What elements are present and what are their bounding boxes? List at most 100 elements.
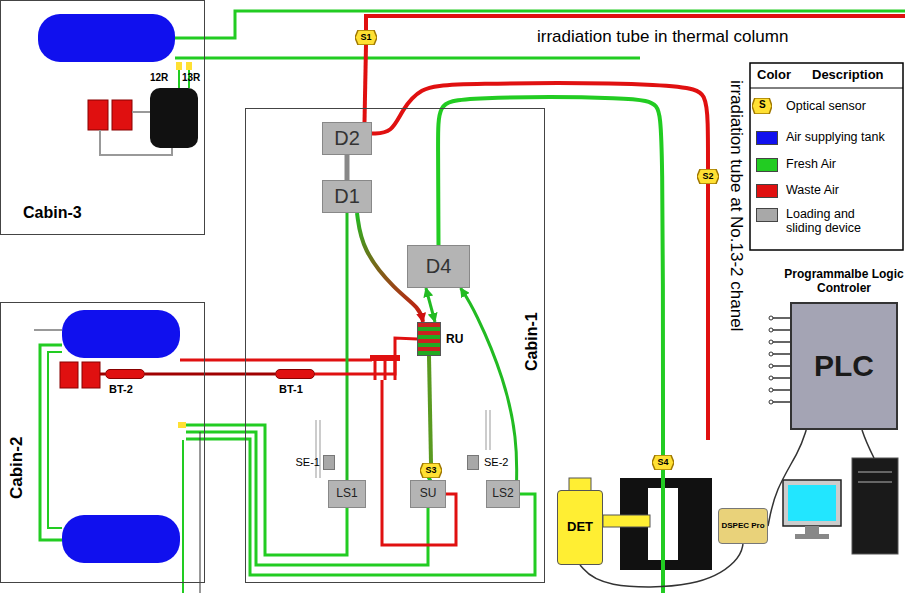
optical-sensor: S4 bbox=[652, 455, 674, 470]
thermal-column-tube bbox=[366, 16, 905, 440]
pipe-connector bbox=[426, 288, 435, 322]
waste-manifold bbox=[316, 420, 317, 478]
cabin-panel: Cabin-3 bbox=[0, 0, 205, 235]
cabin3-equipment bbox=[186, 62, 192, 70]
computer bbox=[795, 534, 829, 539]
cabin2-equipment bbox=[60, 362, 78, 388]
valve-label: 12R bbox=[150, 72, 168, 84]
optical-sensor: S1 bbox=[355, 30, 377, 45]
computer bbox=[783, 430, 898, 554]
plc-pin bbox=[772, 401, 790, 403]
plc-pin bbox=[769, 352, 773, 356]
loading-device: D2 bbox=[322, 122, 372, 155]
cabin3-equipment bbox=[150, 88, 198, 148]
sensor-shape bbox=[697, 169, 719, 184]
pipe-connector bbox=[461, 288, 517, 480]
pipe-connector bbox=[145, 373, 275, 376]
legend-frame bbox=[750, 63, 903, 250]
cabin3-equipment bbox=[88, 100, 108, 130]
cabin3-equipment bbox=[38, 14, 175, 62]
tube-label: irradiation tube at No.13-2 chanel bbox=[726, 80, 746, 331]
thermal-column-tube bbox=[706, 183, 710, 440]
legend-header: Description bbox=[812, 68, 884, 83]
waste-manifold bbox=[490, 410, 491, 450]
plc-pin bbox=[772, 353, 790, 355]
sensor-element: SE-1 bbox=[323, 455, 335, 470]
node-heading: Cabin-3 bbox=[23, 204, 82, 222]
pipe-connector bbox=[315, 338, 417, 374]
computer bbox=[858, 471, 892, 473]
legend-frame bbox=[750, 88, 903, 89]
cabin2-equipment bbox=[186, 425, 347, 555]
plc-pin bbox=[769, 388, 773, 392]
cabin2-equipment bbox=[62, 310, 180, 358]
plc-pin bbox=[769, 328, 773, 332]
legend-text: Waste Air bbox=[786, 183, 902, 197]
node-label: D4 bbox=[426, 255, 452, 278]
legend-text: Optical sensor bbox=[786, 99, 902, 113]
plc-pins bbox=[769, 316, 790, 404]
node-label: S3 bbox=[425, 465, 436, 475]
plc-pin bbox=[772, 341, 790, 343]
cabin2-equipment bbox=[180, 359, 372, 362]
optical-sensor: S2 bbox=[697, 169, 719, 184]
receiving-unit: RU bbox=[417, 322, 441, 356]
tube-label: irradiation tube in thermal column bbox=[537, 27, 788, 47]
node-label: PLC bbox=[814, 349, 874, 384]
waste-manifold bbox=[382, 380, 456, 545]
optical-sensor: S3 bbox=[420, 463, 442, 478]
detector-shielding bbox=[603, 515, 650, 527]
plc-pin bbox=[769, 364, 773, 368]
waste-manifold bbox=[486, 410, 487, 450]
cabin2-equipment bbox=[34, 329, 62, 331]
cabin-panel: Cabin-1D2D1D4BT-1RUS3SE-1SE-2LS1SULS2 bbox=[245, 108, 545, 583]
pipe-connector bbox=[768, 430, 806, 526]
sensor-shape bbox=[420, 463, 442, 478]
computer bbox=[862, 430, 874, 458]
legend-swatch bbox=[756, 131, 778, 145]
node-label: S1 bbox=[360, 32, 371, 42]
plc-pin bbox=[769, 400, 773, 404]
cabin2-equipment bbox=[182, 440, 184, 593]
node-label: DET bbox=[567, 520, 593, 535]
buffer-tank: BT-1 bbox=[275, 369, 315, 379]
pipe-connector bbox=[346, 213, 349, 480]
computer bbox=[783, 480, 841, 526]
cabin2-equipment bbox=[40, 345, 62, 540]
node-label: SU bbox=[420, 487, 437, 501]
node-label: DSPEC Pro bbox=[721, 521, 764, 530]
computer bbox=[788, 485, 836, 521]
plc-pin bbox=[772, 365, 790, 367]
waste-manifold bbox=[374, 361, 377, 380]
legend-text: Fresh Air bbox=[786, 157, 902, 171]
cabin-panel: Cabin-2BT-2 bbox=[0, 302, 205, 583]
sensor-shape bbox=[652, 455, 674, 470]
node-heading: BT-2 bbox=[109, 383, 133, 396]
cabin2-equipment bbox=[178, 422, 186, 428]
legend-frame bbox=[750, 63, 903, 250]
sensor-shape bbox=[355, 30, 377, 45]
sensor-letter: S bbox=[759, 98, 766, 112]
plc-pin bbox=[772, 317, 790, 319]
node-label: LS1 bbox=[336, 487, 357, 501]
pipe-connector bbox=[438, 97, 663, 455]
pipe-connector bbox=[580, 544, 743, 587]
pipe-connector bbox=[365, 45, 367, 122]
loading-device: D1 bbox=[322, 180, 372, 213]
node-heading: Cabin-1 bbox=[523, 312, 541, 371]
valve-label: 13R bbox=[182, 72, 200, 84]
computer bbox=[805, 526, 819, 534]
legend-swatch bbox=[756, 184, 778, 198]
cabin3-equipment bbox=[132, 111, 150, 113]
cabin2-equipment bbox=[186, 439, 535, 575]
waste-manifold bbox=[384, 361, 387, 380]
plc-pin bbox=[772, 377, 790, 379]
cabin3-equipment bbox=[112, 100, 132, 130]
cabin3-equipment bbox=[100, 130, 172, 155]
plc-pin bbox=[772, 389, 790, 391]
legend-text: Loading and sliding device bbox=[786, 207, 878, 236]
node-heading: RU bbox=[446, 333, 463, 347]
plc-box: Programmalbe Logic ControlerPLC bbox=[790, 302, 898, 430]
